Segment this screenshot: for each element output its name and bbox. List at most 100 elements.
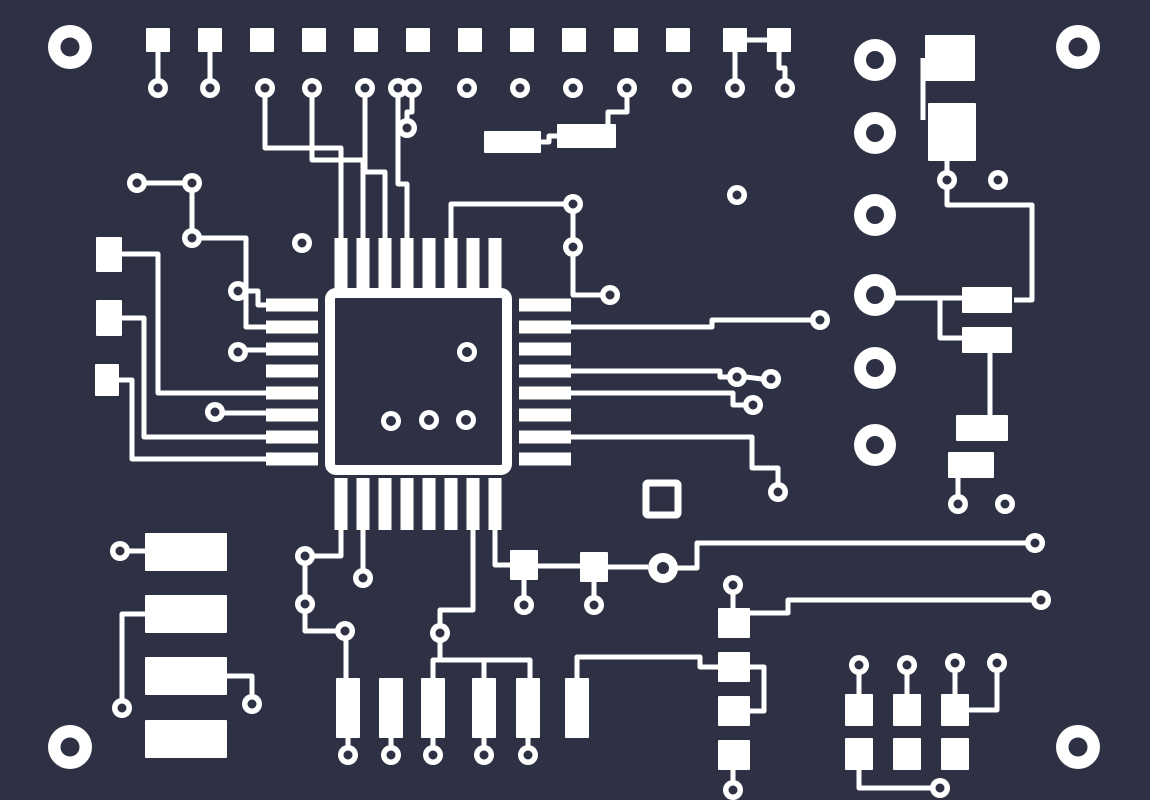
smd-pad	[565, 678, 589, 738]
smd-pad	[893, 694, 921, 726]
via-bore	[1000, 499, 1010, 509]
via-bore	[728, 785, 738, 795]
smd-pad	[510, 28, 534, 52]
via-bore	[479, 750, 489, 760]
via-bore	[132, 178, 142, 188]
smd-pad	[925, 35, 975, 81]
smd-pad	[458, 28, 482, 52]
via-bore	[386, 750, 396, 760]
copper-trace	[541, 133, 557, 145]
copper-trace	[937, 298, 962, 341]
copper-trace	[750, 664, 767, 714]
through-hole-bore	[866, 206, 884, 224]
ic-pin-bottom	[378, 478, 392, 530]
via-bore	[115, 546, 125, 556]
via-bore	[622, 83, 632, 93]
copper-trace	[395, 97, 410, 238]
copper-trace	[227, 673, 255, 695]
via-bore	[854, 660, 864, 670]
copper-trace	[570, 256, 601, 298]
copper-trace	[119, 377, 266, 462]
smd-pad	[336, 678, 360, 738]
ic-pin-left	[266, 430, 318, 444]
via-bore	[730, 83, 740, 93]
smd-pad	[845, 694, 873, 726]
via-bore	[993, 175, 1003, 185]
via-bore	[568, 199, 578, 209]
via-bore	[677, 83, 687, 93]
ic-pin-right	[519, 364, 571, 378]
smd-pad	[198, 28, 222, 52]
via-bore	[523, 750, 533, 760]
smd-pad	[145, 657, 227, 695]
via-bore	[424, 415, 434, 425]
smd-pad	[510, 550, 538, 580]
copper-trace	[437, 530, 476, 624]
via-bore	[1030, 538, 1040, 548]
via-bore	[297, 238, 307, 248]
ic-pin-top	[466, 238, 480, 290]
smd-pad	[421, 678, 445, 738]
smd-pad	[718, 740, 750, 770]
via-bore	[402, 123, 412, 133]
copper-trace	[969, 672, 1000, 713]
ic-pin-top	[334, 238, 348, 290]
smd-pad	[146, 28, 170, 52]
copper-trace	[569, 368, 728, 380]
via-bore	[153, 83, 163, 93]
via-bore	[360, 83, 370, 93]
via-bore	[407, 83, 417, 93]
copper-trace	[569, 317, 812, 330]
copper-trace	[574, 654, 718, 678]
smd-pad	[379, 678, 403, 738]
ic-pin-right	[519, 452, 571, 466]
via-bore	[732, 190, 742, 200]
copper-trace	[569, 434, 781, 483]
smd-pad	[962, 327, 1012, 353]
via-bore	[902, 660, 912, 670]
smd-pad	[928, 103, 976, 161]
smd-pad	[145, 533, 227, 571]
smd-pad	[723, 28, 747, 52]
through-hole-bore	[866, 359, 884, 377]
via-bore	[780, 83, 790, 93]
copper-trace	[362, 97, 388, 238]
copper-trace	[944, 189, 1035, 303]
smd-pad	[893, 738, 921, 770]
copper-trace	[302, 565, 336, 634]
via-bore	[935, 783, 945, 793]
via-bore	[950, 658, 960, 668]
ic-pin-top	[488, 238, 502, 290]
copper-trace	[247, 288, 266, 308]
via-bore	[260, 83, 270, 93]
copper-trace	[745, 374, 763, 382]
via-bore	[358, 573, 368, 583]
mounting-hole-bore	[60, 37, 80, 57]
ic-pin-left	[266, 408, 318, 422]
copper-trace	[201, 235, 266, 330]
smd-pad	[614, 28, 638, 52]
copper-trace	[122, 251, 266, 396]
copper-trace	[605, 97, 630, 124]
ic-pin-bottom	[422, 478, 436, 530]
smd-pad	[941, 738, 969, 770]
via-bore	[340, 626, 350, 636]
via-bore	[589, 600, 599, 610]
via-bore	[386, 416, 396, 426]
via-bore	[766, 374, 776, 384]
ic-pin-right	[519, 298, 571, 312]
ic-pin-bottom	[466, 478, 480, 530]
via-bore	[187, 233, 197, 243]
smd-pad	[516, 678, 540, 738]
ic-pin-bottom	[356, 478, 370, 530]
via-bore	[343, 750, 353, 760]
smd-pad	[302, 28, 326, 52]
ic-pin-bottom	[334, 478, 348, 530]
via-bore	[210, 407, 220, 417]
ic-pin-left	[266, 386, 318, 400]
via-bore	[462, 347, 472, 357]
smd-pad	[718, 696, 750, 726]
via-bore	[233, 347, 243, 357]
mounting-hole-bore	[60, 737, 80, 757]
via-bore	[462, 83, 472, 93]
